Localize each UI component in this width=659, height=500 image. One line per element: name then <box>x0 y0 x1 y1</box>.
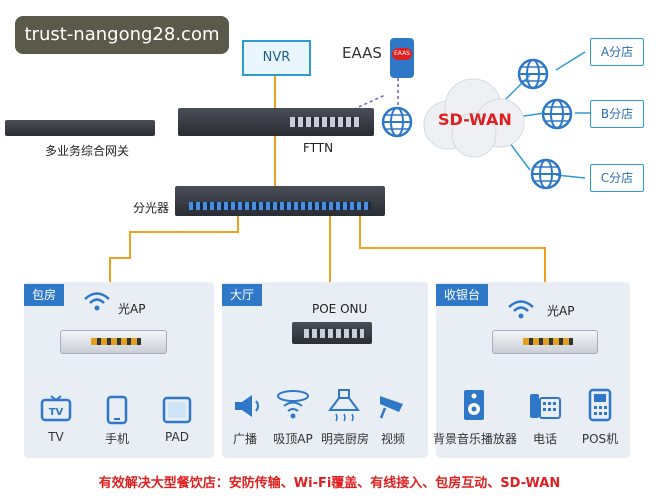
sdwan-label: SD-WAN <box>438 110 512 129</box>
music-player-icon <box>464 390 484 420</box>
room-tag: 包房 <box>24 284 65 306</box>
branch-a: A分店 <box>590 38 644 66</box>
room-panel-private <box>24 282 214 458</box>
endpoint-label: 电话 <box>532 432 557 446</box>
poe-onu <box>292 322 372 344</box>
endpoint-label: POS机 <box>581 432 619 446</box>
tv-icon: TV <box>40 395 72 422</box>
cloud-icon <box>423 78 525 158</box>
branch-c: C分店 <box>590 164 644 192</box>
globe-icon <box>541 98 573 130</box>
device-label: 光AP <box>118 302 146 316</box>
wifi-icon <box>508 300 534 319</box>
optical-ap <box>60 330 167 354</box>
wifi-icon <box>84 292 110 311</box>
nvr-box: NVR <box>242 40 311 76</box>
pos-icon <box>588 388 612 422</box>
optical-ap <box>492 330 598 354</box>
room-tag: 收银台 <box>436 284 489 306</box>
room-tag: 大厅 <box>222 284 263 306</box>
room-panel-cashier <box>436 282 630 458</box>
fttn-device <box>178 108 374 136</box>
globe-icon <box>530 158 562 190</box>
endpoint-label: 广播 <box>232 432 257 446</box>
endpoint-label: TV <box>48 430 64 444</box>
eaas-label: EAAS <box>342 44 382 62</box>
tablet-icon <box>162 396 192 424</box>
svg-text:TV: TV <box>49 407 64 418</box>
range-hood-icon <box>328 389 360 422</box>
endpoint-label: PAD <box>165 430 189 444</box>
speaker-icon <box>235 395 259 417</box>
device-label: 光AP <box>547 304 575 318</box>
gateway-device <box>5 120 155 136</box>
endpoint-label: 明亮厨房 <box>320 432 369 446</box>
branch-b: B分店 <box>590 100 644 128</box>
phone-icon <box>106 395 128 425</box>
camera-icon <box>379 396 403 419</box>
phone-icon: EAAS <box>390 38 414 78</box>
telephone-icon <box>530 394 561 419</box>
watermark: trust-nangong28.com <box>15 16 229 54</box>
globe-icon <box>381 106 413 138</box>
gateway-label: 多业务综合网关 <box>45 144 130 158</box>
device-label: POE ONU <box>312 302 368 316</box>
endpoint-label: 手机 <box>104 432 129 446</box>
endpoint-label: 视频 <box>380 432 405 446</box>
fttn-label: FTTN <box>303 141 334 155</box>
globe-icon <box>517 58 549 90</box>
ceiling-ap-icon <box>277 390 309 419</box>
endpoint-label: 背景音乐播放器 <box>432 432 517 446</box>
room-panel-hall <box>222 282 428 458</box>
endpoint-label: 吸顶AP <box>273 432 313 446</box>
footer-caption: 有效解决大型餐饮店：安防传输、Wi-Fi覆盖、有线接入、包房互动、SD-WAN <box>98 476 561 491</box>
splitter-label: 分光器 <box>133 201 170 215</box>
splitter-device <box>175 186 385 216</box>
